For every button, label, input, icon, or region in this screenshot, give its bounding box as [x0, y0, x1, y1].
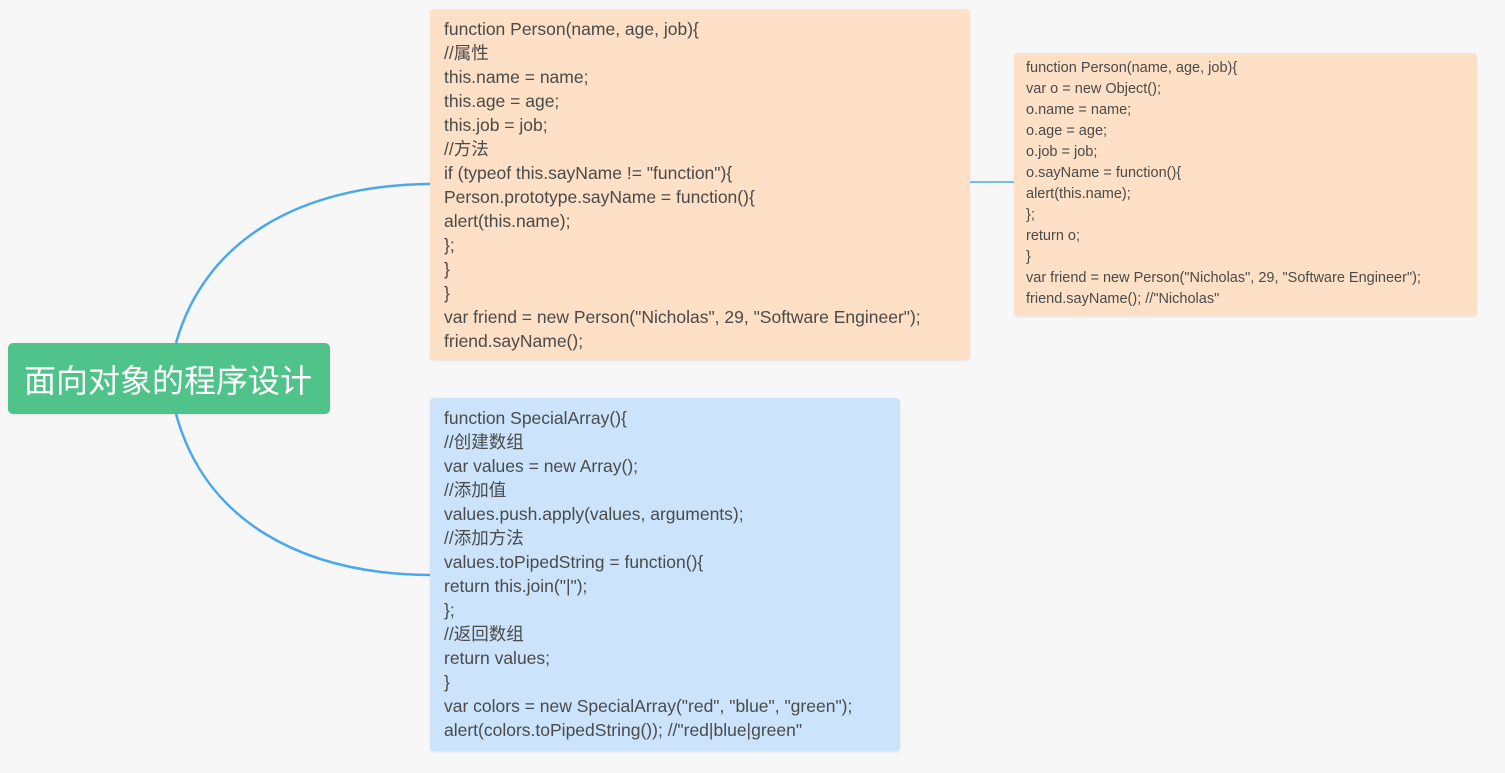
code-comment-line: //返回数组 [444, 624, 524, 644]
code-line: } [444, 259, 450, 279]
code-line: this.age = age; [444, 91, 560, 111]
code-line: return values; [444, 648, 551, 668]
root-topic-label: 面向对象的程序设计 [24, 362, 313, 399]
code-line: } [1026, 249, 1031, 265]
code-line: alert(this.name); [444, 211, 571, 231]
code-line: }; [444, 235, 455, 255]
code-line: var o = new Object(); [1026, 81, 1161, 97]
code-line: o.name = name; [1026, 102, 1132, 118]
code-line: }; [444, 600, 455, 620]
code-line: o.age = age; [1026, 123, 1108, 139]
code-line: alert(this.name); [1026, 186, 1131, 202]
connector-root-to-special-array [174, 413, 431, 577]
connector-root-to-person-proto [174, 182, 431, 344]
code-line: Person.prototype.sayName = function(){ [444, 187, 755, 207]
code-line: friend.sayName(); //"Nicholas" [1026, 291, 1220, 307]
root-topic[interactable]: 面向对象的程序设计 [8, 343, 330, 414]
code-line: var friend = new Person("Nicholas", 29, … [444, 307, 921, 327]
code-line: o.sayName = function(){ [1026, 165, 1182, 181]
code-line: return o; [1026, 228, 1080, 244]
code-line: function Person(name, age, job){ [444, 19, 699, 39]
code-line: values.push.apply(values, arguments); [444, 504, 744, 524]
code-comment-line: //方法 [444, 139, 489, 159]
code-line: function SpecialArray(){ [444, 408, 627, 428]
topic-special-array-code[interactable]: function SpecialArray(){ //创建数组 var valu… [430, 398, 900, 751]
topic-person-prototype-code[interactable]: function Person(name, age, job){ //属性 th… [430, 9, 970, 360]
code-line: values.toPipedString = function(){ [444, 552, 704, 572]
code-line: alert(colors.toPipedString()); //"red|bl… [444, 720, 803, 740]
code-line: var values = new Array(); [444, 456, 639, 476]
code-line: } [444, 672, 450, 692]
code-line: function Person(name, age, job){ [1026, 60, 1238, 76]
code-line: this.job = job; [444, 115, 548, 135]
code-line: friend.sayName(); [444, 331, 584, 351]
code-line: var colors = new SpecialArray("red", "bl… [444, 696, 853, 716]
code-comment-line: //创建数组 [444, 432, 524, 452]
code-comment-line: //属性 [444, 43, 489, 63]
code-line: }; [1026, 207, 1035, 223]
code-line: var friend = new Person("Nicholas", 29, … [1026, 270, 1421, 286]
code-line: this.name = name; [444, 67, 589, 87]
code-line: if (typeof this.sayName != "function"){ [444, 163, 733, 183]
code-line: } [444, 283, 450, 303]
topic-person-factory-code[interactable]: function Person(name, age, job){ var o =… [1014, 53, 1477, 316]
code-comment-line: //添加方法 [444, 528, 524, 548]
code-comment-line: //添加值 [444, 480, 507, 500]
code-line: return this.join("|"); [444, 576, 588, 596]
code-line: o.job = job; [1026, 144, 1098, 160]
